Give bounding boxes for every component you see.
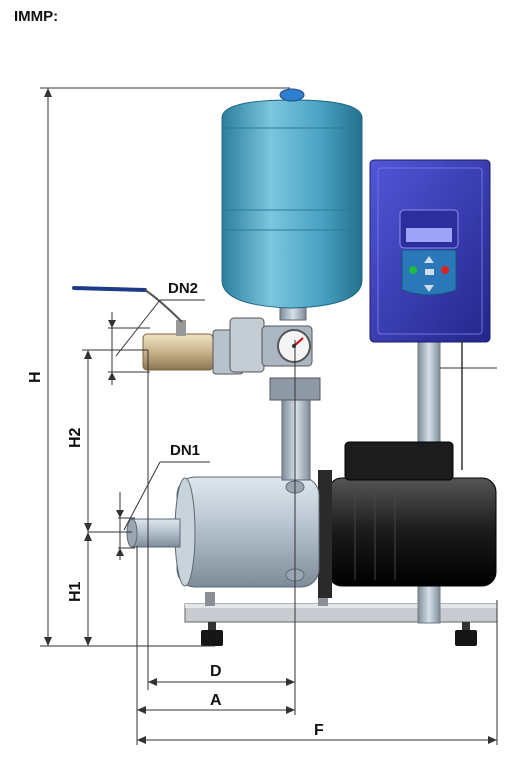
expansion-tank [221, 88, 363, 321]
dimension-arrows [44, 88, 497, 744]
dn1-label: DN1 [170, 442, 200, 459]
d-label: D [210, 663, 222, 680]
a-label: A [210, 692, 222, 709]
discharge-pipe [281, 397, 311, 481]
status-led-red-icon [441, 266, 449, 274]
controller [369, 159, 491, 343]
page-title: IMMP: [14, 8, 59, 25]
feet [201, 622, 477, 646]
h-label: H [27, 371, 44, 383]
motor [318, 441, 497, 598]
pump-body [126, 476, 320, 588]
dn2-label: DN2 [168, 280, 198, 297]
f-label: F [314, 722, 324, 739]
h1-label: H1 [67, 581, 84, 602]
gauge-icon [277, 329, 311, 363]
status-led-green-icon [409, 266, 417, 274]
dimension-lines [40, 87, 498, 745]
valve-handle-icon [72, 286, 183, 323]
ball-valve [142, 317, 313, 375]
h2-label: H2 [67, 427, 84, 448]
base-frame [184, 592, 498, 623]
